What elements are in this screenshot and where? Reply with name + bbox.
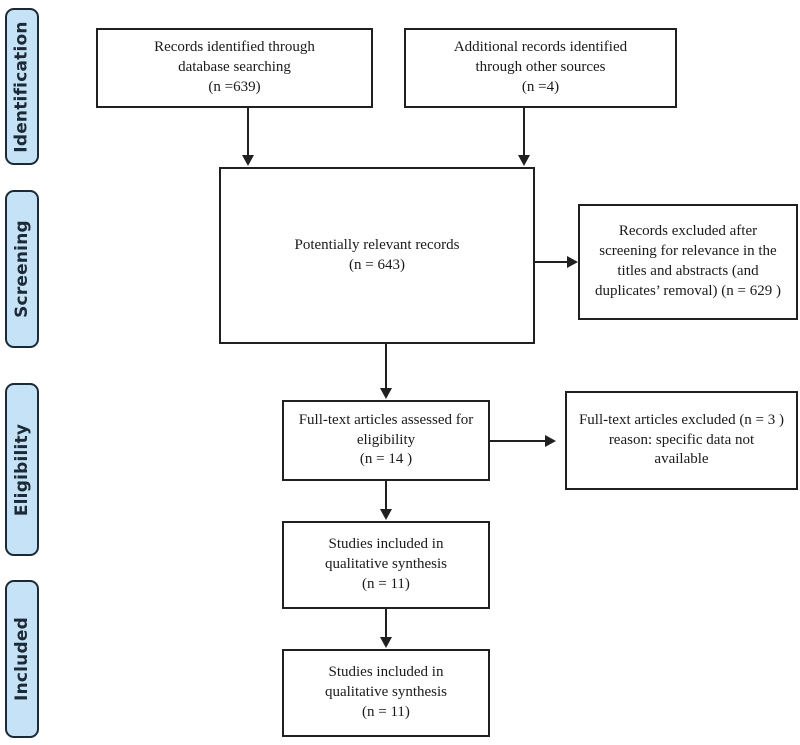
box-qualitative-synthesis-2-text: Studies included in qualitative synthesi… <box>324 664 448 720</box>
arrowhead-included-to-included-2 <box>380 637 392 648</box>
box-fulltext-excluded-text: Full-text articles excluded (n = 3 ) rea… <box>578 411 785 468</box>
arrowhead-screening-to-excluded <box>567 256 578 268</box>
connector-database-to-screening <box>247 108 249 156</box>
box-database-searching-text: Records identified through database sear… <box>154 39 315 95</box>
box-database-searching[interactable]: Records identified through database sear… <box>96 28 373 108</box>
stage-tab-eligibility-label: Eligibility <box>12 423 33 516</box>
box-potentially-relevant[interactable]: Potentially relevant records (n = 643) <box>219 167 535 344</box>
arrowhead-database-to-screening <box>242 155 254 166</box>
box-fulltext-assessed-text: Full-text articles assessed for eligibil… <box>298 411 474 468</box>
box-other-sources[interactable]: Additional records identified through ot… <box>404 28 677 108</box>
stage-tab-eligibility[interactable]: Eligibility <box>5 383 39 556</box>
stage-tab-included-label: Included <box>12 617 32 701</box>
arrowhead-screening-to-eligibility <box>380 388 392 399</box>
box-records-excluded[interactable]: Records excluded after screening for rel… <box>578 204 798 320</box>
box-qualitative-synthesis-1-text: Studies included in qualitative synthesi… <box>324 536 448 592</box>
connector-other-sources-to-screening <box>523 108 525 156</box>
arrowhead-eligibility-to-excluded <box>545 435 556 447</box>
box-qualitative-synthesis-1[interactable]: Studies included in qualitative synthesi… <box>282 521 490 609</box>
connector-eligibility-to-excluded <box>490 440 547 442</box>
connector-eligibility-to-included <box>385 481 387 510</box>
stage-tab-identification[interactable]: Identification <box>5 8 39 165</box>
box-fulltext-assessed[interactable]: Full-text articles assessed for eligibil… <box>282 400 490 481</box>
connector-screening-to-excluded <box>535 261 570 263</box>
arrowhead-other-sources-to-screening <box>518 155 530 166</box>
box-other-sources-text: Additional records identified through ot… <box>453 39 628 95</box>
connector-screening-to-eligibility <box>385 344 387 389</box>
box-qualitative-synthesis-2[interactable]: Studies included in qualitative synthesi… <box>282 649 490 737</box>
box-records-excluded-text: Records excluded after screening for rel… <box>594 223 782 299</box>
stage-tab-screening-label: Screening <box>12 220 33 318</box>
arrowhead-eligibility-to-included <box>380 509 392 520</box>
box-fulltext-excluded[interactable]: Full-text articles excluded (n = 3 ) rea… <box>565 391 798 490</box>
stage-tab-included[interactable]: Included <box>5 580 39 738</box>
connector-included-to-included-2 <box>385 609 387 638</box>
stage-tab-screening[interactable]: Screening <box>5 190 39 348</box>
box-potentially-relevant-text: Potentially relevant records (n = 643) <box>294 236 460 273</box>
stage-tab-identification-label: Identification <box>12 20 33 153</box>
